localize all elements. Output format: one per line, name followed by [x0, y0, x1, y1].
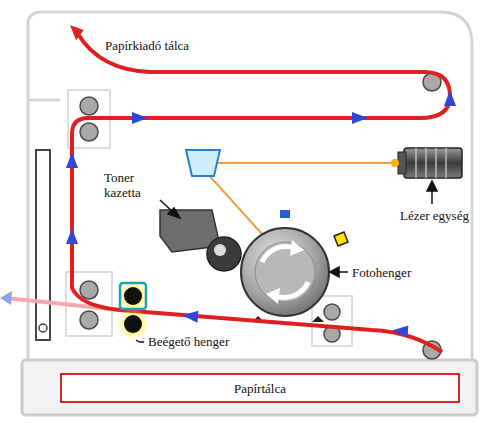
- laser-lens-mount: [398, 152, 406, 174]
- paper-path: [72, 34, 450, 352]
- part-label: Beégető henger: [148, 334, 229, 349]
- fuser-housing: [120, 283, 146, 309]
- laser-ribs: [416, 148, 446, 178]
- paper-rollers: [80, 73, 441, 359]
- laser-unit: [404, 148, 462, 178]
- developer-roller: [207, 237, 241, 271]
- part-label: Lézer egység: [400, 208, 469, 223]
- exit-arrowhead: [70, 22, 86, 41]
- flow-arrowheads: [66, 90, 456, 337]
- fuser-heat: [117, 280, 149, 312]
- exit-door: [36, 150, 50, 340]
- roller-bracket: [312, 296, 352, 346]
- fuser-heat: [117, 308, 149, 340]
- tray-label: Papírtálca: [234, 381, 286, 396]
- part-label: Toner kazetta: [104, 170, 160, 200]
- charge-roller: [280, 210, 290, 218]
- door-hinge: [39, 324, 47, 332]
- photo-drum: [241, 228, 329, 316]
- printer-housing: [28, 100, 60, 360]
- mirror: [186, 150, 220, 176]
- rotation-arrow: [276, 282, 308, 297]
- part-label: Fotohenger: [352, 265, 411, 280]
- fuser-roller: [124, 287, 142, 305]
- laser-beam: [210, 162, 392, 164]
- paper-tray: Papírtálca: [60, 373, 460, 403]
- rotation-arrow: [262, 247, 294, 262]
- printer-base: [22, 360, 477, 415]
- rotation-arrow: [290, 240, 304, 256]
- part-label: Papírkiadó tálca: [105, 38, 189, 53]
- pressure-roller: [124, 315, 142, 333]
- transfer-pad: [312, 316, 324, 322]
- leader-arrows: [136, 181, 437, 342]
- flow-arrowhead: [0, 291, 12, 305]
- cleaning-blade: [334, 232, 348, 246]
- rotation-arrow: [266, 288, 280, 304]
- printer-cover: [28, 12, 472, 118]
- roller-highlight: [214, 244, 226, 256]
- printer-housing: [471, 118, 474, 360]
- laser-emitter: [391, 159, 399, 167]
- drum-core: [255, 242, 315, 302]
